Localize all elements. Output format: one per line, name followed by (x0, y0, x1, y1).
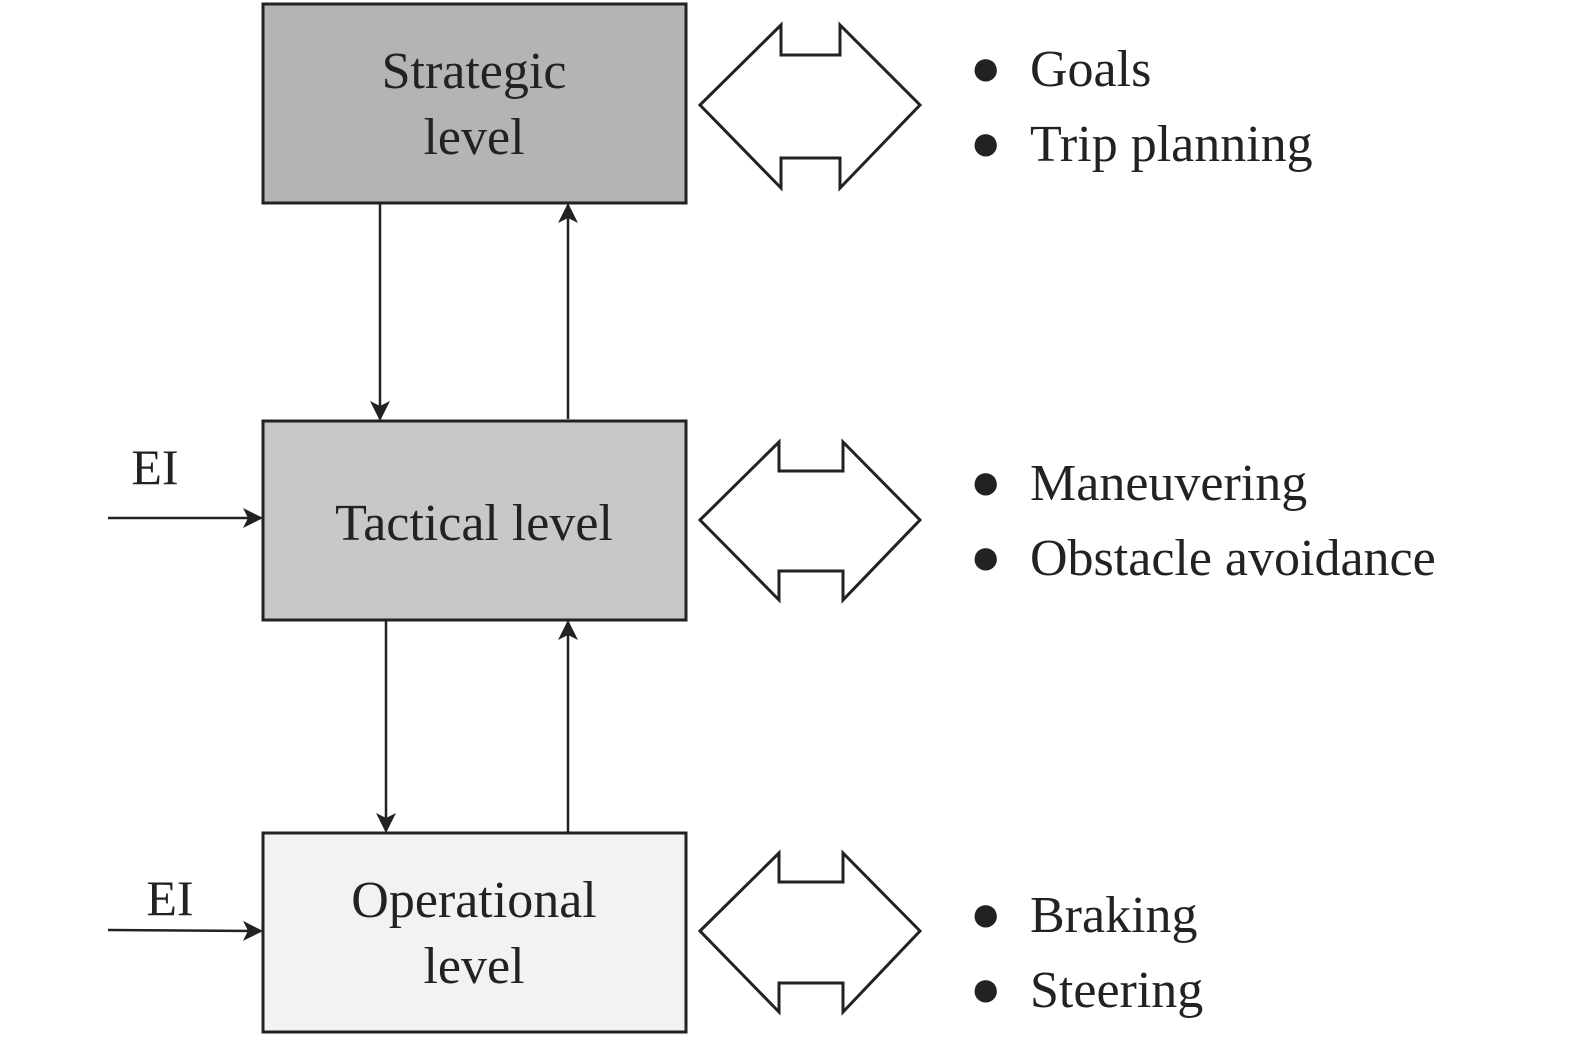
operational-external-input-arrow (107, 920, 263, 941)
tactical-item-maneuvering: Maneuvering (1030, 455, 1307, 512)
operational-level-label-line-2: level (423, 938, 524, 995)
strategic-level-box (261, 2, 688, 205)
operational-item-steering: Steering (1030, 962, 1203, 1019)
operational-item-bullet: ● (970, 886, 1001, 943)
tactical-level-box (261, 419, 688, 622)
strategic-item-bullet: ● (970, 115, 1001, 172)
tactical-item-bullet: ● (970, 529, 1001, 586)
strategic-level-label-line-1: Strategic (382, 43, 567, 100)
tactical-item-obstacle-avoidance: Obstacle avoidance (1030, 530, 1436, 587)
tactical-external-input-label: EI (131, 439, 178, 495)
operational-level-box (261, 831, 688, 1034)
operational-item-braking: Braking (1030, 887, 1198, 944)
tactical-item-bullet: ● (970, 454, 1001, 511)
operational-level-label-line-1: Operational (351, 872, 596, 929)
operational-external-input-label: EI (146, 870, 193, 926)
tactical-level-label: Tactical level (335, 495, 613, 552)
operational-item-bullet: ● (970, 961, 1001, 1018)
operational-double-arrow-icon (697, 849, 923, 1016)
tactical-double-arrow-icon (697, 438, 923, 604)
strategic-item-goals: Goals (1030, 41, 1151, 98)
strategic-item-bullet: ● (970, 40, 1001, 97)
strategic-double-arrow-icon (697, 21, 923, 192)
strategic-item-trip-planning: Trip planning (1030, 116, 1313, 173)
strategic-level-label-line-2: level (423, 109, 524, 166)
